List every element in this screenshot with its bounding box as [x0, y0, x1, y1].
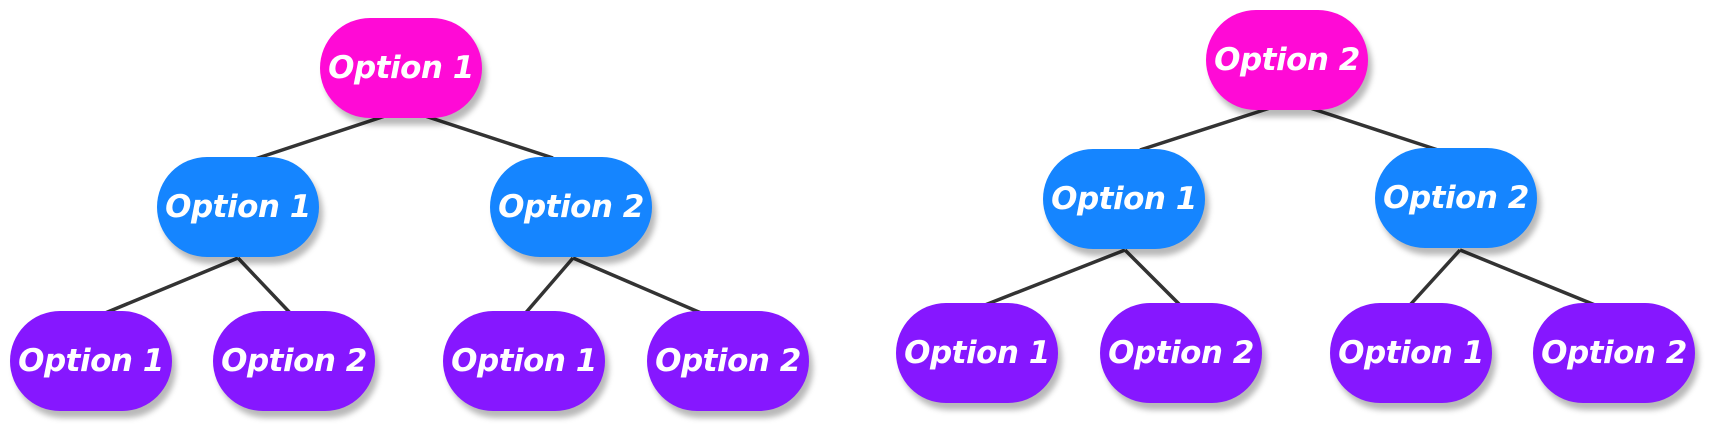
- tree2-leaf-node-3: Option 1: [1330, 303, 1492, 403]
- tree1-leaf-node-3: Option 1: [443, 311, 605, 411]
- tree1-leaf-node-4: Option 2: [647, 311, 809, 411]
- edge-t2-root-to-mid2: [1309, 106, 1439, 152]
- tree1-mid-node-2: Option 2: [490, 157, 652, 257]
- tree2-root-node: Option 2: [1206, 10, 1368, 110]
- tree1-leaf-node-2: Option 2: [213, 311, 375, 411]
- edge-t2-mid2-to-leaf2: [1459, 248, 1596, 307]
- edge-t1-mid1-to-leaf2: [236, 256, 295, 318]
- tree1-root-node: Option 1: [320, 18, 482, 118]
- tree2-leaf-node-1: Option 1: [896, 303, 1058, 403]
- edge-t2-mid1-to-leaf2: [1123, 248, 1182, 307]
- tree1-mid-node-1: Option 1: [157, 157, 319, 257]
- edge-t2-mid2-to-leaf1: [1408, 248, 1462, 307]
- tree2-mid-node-1: Option 1: [1043, 149, 1205, 249]
- edge-t1-mid2-to-leaf1: [521, 256, 575, 318]
- edge-t2-root-to-mid1: [1139, 106, 1271, 152]
- edge-t1-root-to-mid2: [424, 114, 554, 160]
- tree2-leaf-node-4: Option 2: [1533, 303, 1695, 403]
- edge-t1-mid2-to-leaf2: [572, 256, 709, 318]
- tree2-mid-node-2: Option 2: [1375, 148, 1537, 248]
- edge-t1-mid1-to-leaf1: [97, 256, 239, 318]
- tree1-leaf-node-1: Option 1: [10, 311, 172, 411]
- edge-t1-root-to-mid1: [251, 114, 386, 162]
- edge-t2-mid1-to-leaf1: [984, 248, 1126, 307]
- tree2-leaf-node-2: Option 2: [1100, 303, 1262, 403]
